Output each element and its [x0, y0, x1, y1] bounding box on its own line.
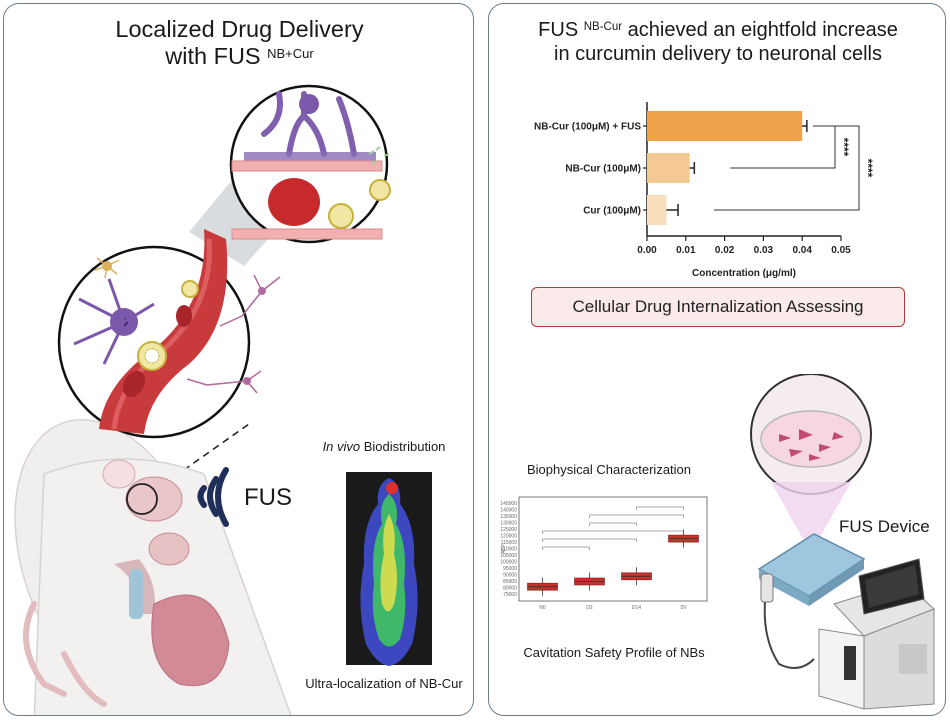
mini-y-tick: 75000: [503, 592, 517, 598]
mini-y-tick: 90000: [503, 573, 517, 579]
right-title: FUS NB-Cur achieved an eightfold increas…: [489, 18, 945, 66]
assessment-box: Cellular Drug Internalization Assessing: [531, 287, 905, 327]
x-tick-label: 0.01: [676, 245, 696, 256]
right-title-prefix: FUS: [538, 19, 584, 41]
device-illustration: [750, 374, 935, 710]
mini-bracket: [589, 522, 637, 526]
mini-y-tick: 125000: [500, 527, 517, 533]
x-tick-label: 0.03: [754, 245, 774, 256]
right-title-line2: in curcumin delivery to neuronal cells: [554, 43, 882, 65]
x-axis-label: Concentration (μg/ml): [692, 268, 796, 279]
x-tick-label: 0.04: [792, 245, 812, 256]
fus-wave-icon: [197, 467, 229, 527]
mini-x-label: N0: [539, 605, 546, 611]
left-title: Localized Drug Delivery with FUS NB+Cur: [4, 16, 473, 70]
cavitation-label: Cavitation Safety Profile of NBs: [523, 645, 705, 660]
mini-bracket: [542, 530, 684, 534]
brain-vessel-circle: [57, 229, 281, 439]
mini-y-tick: 145000: [500, 501, 517, 507]
bar: [647, 153, 690, 183]
fus-device-icon: [818, 558, 935, 710]
right-title-sup: NB-Cur: [583, 21, 623, 33]
x-tick-label: 0.00: [637, 245, 657, 256]
significance-label: ****: [837, 138, 851, 157]
mini-x-label: D2: [586, 605, 593, 611]
biophysical-label: Biophysical Characterization: [526, 462, 692, 477]
mini-y-tick: 110000: [501, 547, 518, 553]
mini-bracket: [636, 506, 684, 510]
right-title-rest: achieved an eightfold increase: [622, 19, 898, 41]
x-tick-label: 0.02: [715, 245, 735, 256]
bar: [647, 111, 803, 141]
bar: [647, 195, 667, 225]
mini-x-label: D14: [632, 605, 641, 611]
probe-cable: [763, 583, 815, 669]
left-title-sup: NB+Cur: [267, 46, 314, 61]
category-label: NB-Cur (100μM) + FUS: [534, 122, 641, 133]
biodistribution-image: [346, 472, 432, 666]
mini-y-tick: 100000: [500, 560, 517, 566]
mini-y-tick: 115000: [501, 540, 518, 546]
mini-y-tick: 130000: [500, 521, 517, 527]
biodistribution-rest: Biodistribution: [360, 439, 446, 454]
left-title-line2: with FUS NB+Cur: [4, 43, 473, 70]
biodistribution-caption: In vivo Biodistribution: [304, 439, 464, 454]
mini-y-tick: 120000: [500, 534, 517, 540]
mini-x-label: 5V: [680, 605, 687, 611]
bbb-inset-circle: [229, 84, 391, 244]
fus-device-label: FUS Device: [839, 517, 930, 536]
category-label: Cur (100μM): [583, 206, 641, 217]
significance-bracket: [714, 125, 860, 211]
fus-label: FUS: [244, 484, 292, 511]
mini-boxplot: 7500080000850009000095000100000105000110…: [500, 496, 708, 611]
biodistribution-italic: In vivo: [322, 439, 361, 454]
mini-y-tick: 95000: [503, 566, 517, 572]
transducer-probe: [760, 573, 774, 603]
mini-y-tick: 80000: [503, 586, 517, 592]
light-funnel: [771, 482, 851, 539]
mini-y-label: ATP: [501, 544, 507, 554]
ultra-localization-caption: Ultra-localization of NB-Cur: [305, 676, 463, 691]
well-plate-icon: [757, 533, 866, 606]
left-title-line1: Localized Drug Delivery: [115, 16, 364, 42]
mini-y-tick: 140000: [500, 508, 517, 514]
left-illustration: [14, 84, 432, 715]
left-panel: Localized Drug Delivery with FUS NB+Cur: [3, 3, 474, 716]
left-title-prefix: with FUS: [165, 43, 268, 69]
mini-bracket: [542, 538, 637, 542]
mini-bracket: [589, 514, 684, 518]
mini-y-tick: 135000: [500, 514, 517, 520]
mini-bracket: [542, 546, 590, 550]
right-title-line1: FUS NB-Cur achieved an eightfold increas…: [489, 18, 945, 42]
mini-y-tick: 85000: [503, 579, 517, 585]
significance-label: ****: [861, 159, 875, 178]
mouse-illustration: [14, 418, 292, 715]
category-label: NB-Cur (100μM): [565, 164, 641, 175]
x-tick-label: 0.05: [831, 245, 851, 256]
right-panel: FUS NB-Cur achieved an eightfold increas…: [488, 3, 946, 716]
mini-y-tick: 105000: [500, 553, 517, 559]
